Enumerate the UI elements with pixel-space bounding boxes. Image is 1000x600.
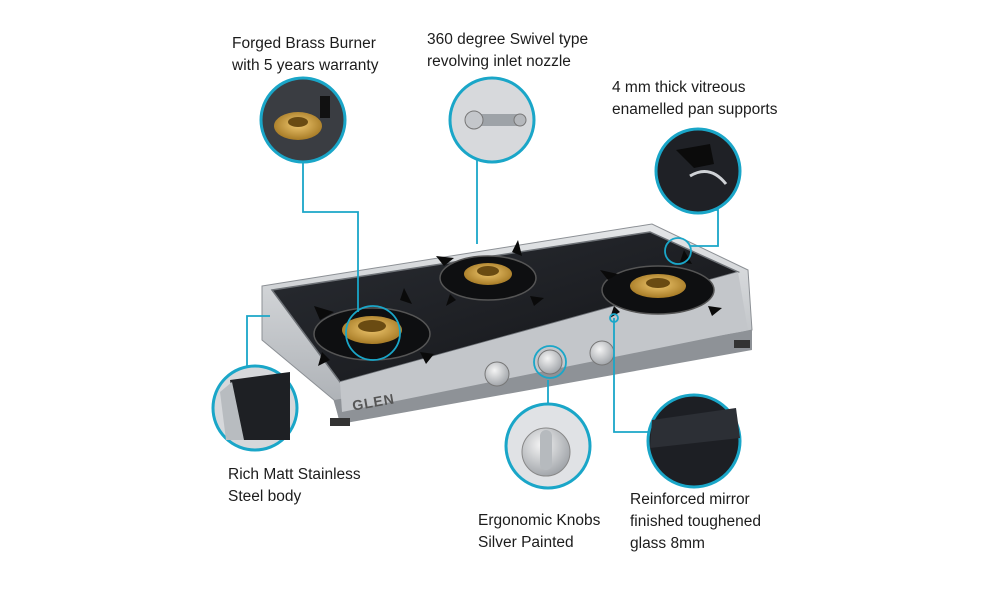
callout-glass-label: Reinforced mirror finished toughened gla… xyxy=(630,491,762,552)
burner-middle xyxy=(436,240,544,306)
callout-body-label: Rich Matt Stainless Steel body xyxy=(228,466,361,505)
callout-burner-label: Forged Brass Burner with 5 years warrant… xyxy=(232,35,379,74)
callout-knobs-label: Ergonomic Knobs Silver Painted xyxy=(478,512,601,551)
knobs xyxy=(484,340,615,387)
burner-left xyxy=(313,288,434,366)
zoom-burner xyxy=(259,76,347,164)
callout-nozzle-label: 360 degree Swivel type revolving inlet n… xyxy=(427,31,589,70)
zoom-knob xyxy=(504,402,592,490)
callout-pan-supports-label: 4 mm thick vitreous enamelled pan suppor… xyxy=(612,79,778,118)
zoom-steel-body xyxy=(211,364,299,452)
zoom-pan-support xyxy=(654,127,742,215)
burner-right xyxy=(600,250,722,318)
zoom-glass xyxy=(646,393,742,489)
zoom-nozzle xyxy=(448,76,536,164)
